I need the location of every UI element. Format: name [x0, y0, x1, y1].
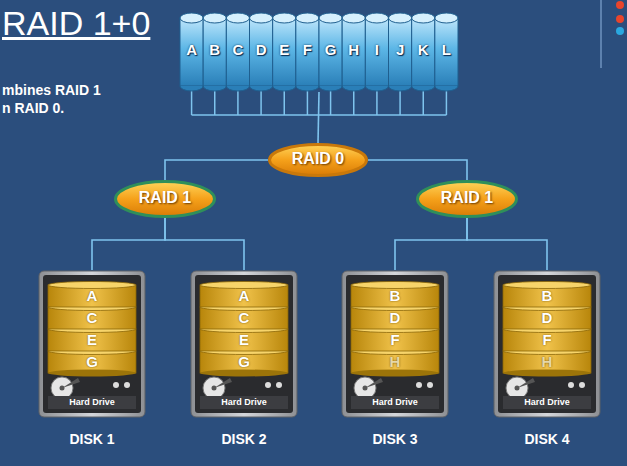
raid-label: RAID 0: [268, 150, 368, 168]
stripe-letter: B: [503, 287, 591, 304]
connector: [318, 92, 319, 143]
drive-label: Hard Drive: [200, 397, 288, 407]
disk-name: DISK 2: [180, 431, 308, 447]
drive-label: Hard Drive: [48, 397, 136, 407]
stripe-letter: A: [48, 287, 136, 304]
stripe-letter: G: [48, 353, 136, 370]
stripe-letter: C: [48, 309, 136, 326]
stripe-letter: B: [351, 287, 439, 304]
cylinder-letter: J: [389, 41, 412, 58]
cylinder-letter: D: [250, 41, 273, 58]
divider-line: [600, 0, 602, 68]
cylinder-letter: L: [435, 41, 458, 58]
stripe-letter: E: [48, 331, 136, 348]
stripe-letter: A: [200, 287, 288, 304]
raid-oval: RAID 1: [416, 180, 518, 218]
stripe-letter: D: [503, 309, 591, 326]
cylinder-letter: G: [319, 41, 342, 58]
cylinder-letter: H: [342, 41, 365, 58]
disk-name: DISK 1: [28, 431, 156, 447]
cylinder-letter: B: [203, 41, 226, 58]
drive-label: Hard Drive: [351, 397, 439, 407]
stripe-letter: G: [200, 353, 288, 370]
stripe-letter: H: [503, 353, 591, 370]
dot: [616, 15, 624, 23]
disk-name: DISK 3: [331, 431, 459, 447]
stripe-letter: D: [351, 309, 439, 326]
raid-oval: RAID 1: [114, 180, 216, 218]
connector: [467, 218, 547, 270]
cylinder-letter: A: [180, 41, 203, 58]
hard-drive: BDFHHard DriveDISK 3: [341, 270, 449, 418]
connector: [165, 160, 268, 180]
cylinder-letter: C: [226, 41, 249, 58]
data-cylinder: ABCDEFGHIJKL: [178, 12, 460, 92]
stripe-letter: F: [351, 331, 439, 348]
raid-label: RAID 1: [416, 189, 518, 207]
connector: [368, 160, 467, 180]
dot: [616, 1, 624, 9]
stripe-letter: E: [200, 331, 288, 348]
cylinder-letter: K: [412, 41, 435, 58]
hard-drive: ACEGHard DriveDISK 2: [190, 270, 298, 418]
hard-drive: BDFHHard DriveDISK 4: [493, 270, 601, 418]
stripe-letter: F: [503, 331, 591, 348]
subtitle-line: n RAID 0.: [2, 100, 64, 116]
hard-drive: ACEGHard DriveDISK 1: [38, 270, 146, 418]
connector: [395, 218, 467, 270]
cylinder-letter: I: [365, 41, 388, 58]
raid-label: RAID 1: [114, 189, 216, 207]
cylinder-letter: E: [273, 41, 296, 58]
dot: [616, 27, 624, 35]
subtitle-line: mbines RAID 1: [2, 82, 101, 98]
cylinder-letter: F: [296, 41, 319, 58]
stripe-letter: C: [200, 309, 288, 326]
raid-oval: RAID 0: [268, 143, 368, 177]
connector: [165, 218, 244, 270]
title: RAID 1+0: [2, 4, 150, 43]
disk-name: DISK 4: [483, 431, 611, 447]
connector: [92, 218, 165, 270]
stripe-letter: H: [351, 353, 439, 370]
drive-label: Hard Drive: [503, 397, 591, 407]
